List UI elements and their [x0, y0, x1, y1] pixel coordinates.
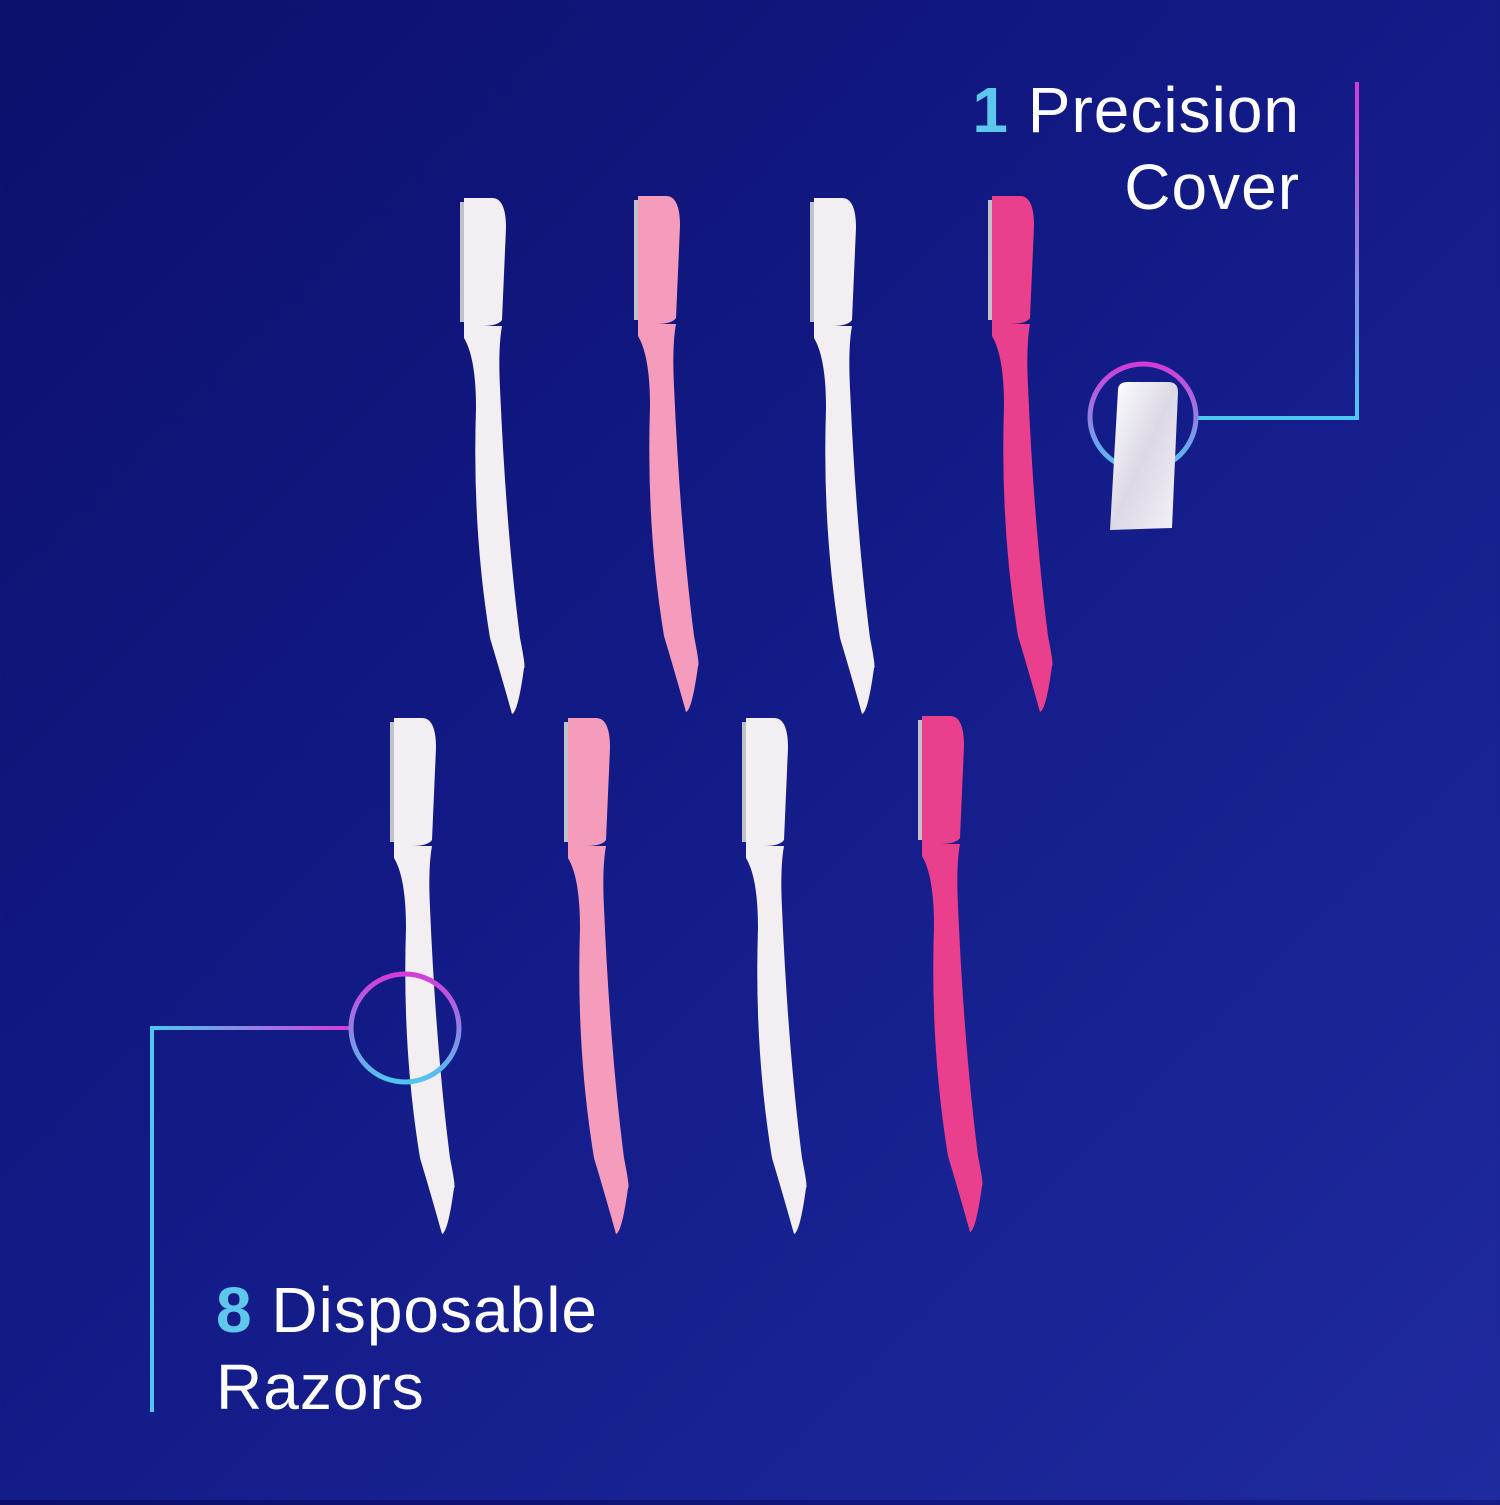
precision-cover-label: 1 Precision Cover — [972, 72, 1300, 226]
razors-callout-ring — [348, 971, 462, 1085]
disposable-razors-label: 8 Disposable Razors — [216, 1272, 598, 1426]
razors-label-line1: Disposable — [271, 1274, 598, 1346]
razor-hot-pink-2 — [918, 716, 983, 1232]
cover-callout-line — [1198, 82, 1359, 420]
precision-cover-cap — [1110, 382, 1178, 530]
razor-white-1 — [460, 198, 525, 714]
razor-light-pink-1 — [634, 196, 699, 712]
razor-light-pink-2 — [564, 718, 629, 1234]
cover-label-line1: Precision — [1027, 74, 1300, 146]
razors-callout-line — [150, 1026, 352, 1412]
cover-label-line2: Cover — [1124, 150, 1300, 223]
razors-label-line2: Razors — [216, 1350, 425, 1423]
razor-white-4 — [742, 718, 807, 1234]
cover-count: 1 — [972, 74, 1009, 146]
razors-count: 8 — [216, 1274, 253, 1346]
razor-hot-pink-1 — [988, 196, 1053, 712]
razor-white-2 — [810, 198, 875, 714]
